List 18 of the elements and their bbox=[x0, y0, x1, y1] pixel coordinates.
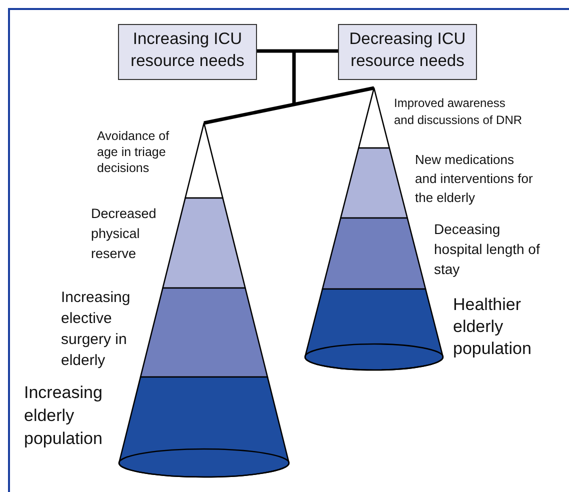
section-label: Decreased physical reserve bbox=[91, 205, 158, 263]
cone-section bbox=[358, 87, 390, 149]
cone-section bbox=[340, 147, 408, 219]
cone-section bbox=[162, 197, 246, 289]
section-label: Healthier elderly population bbox=[453, 294, 532, 360]
section-label: Increasing elderly population bbox=[24, 382, 104, 450]
cone-section bbox=[140, 287, 268, 378]
cone-section bbox=[304, 288, 444, 371]
section-label: Improved awareness and discussions of DNR bbox=[394, 95, 524, 129]
section-label: Increasing elective surgery in elderly bbox=[61, 288, 132, 371]
section-label: Avoidance of age in triage decisions bbox=[97, 128, 170, 176]
cone-section bbox=[322, 217, 426, 290]
section-label: Deceasing hospital length of stay bbox=[434, 220, 541, 279]
cone-section bbox=[118, 376, 290, 478]
label-box: Increasing ICU resource needs bbox=[118, 24, 257, 80]
label-box: Decreasing ICU resource needs bbox=[338, 24, 477, 80]
cone-section bbox=[184, 122, 224, 199]
section-label: New medications and interventions for the elderly bbox=[415, 151, 534, 207]
